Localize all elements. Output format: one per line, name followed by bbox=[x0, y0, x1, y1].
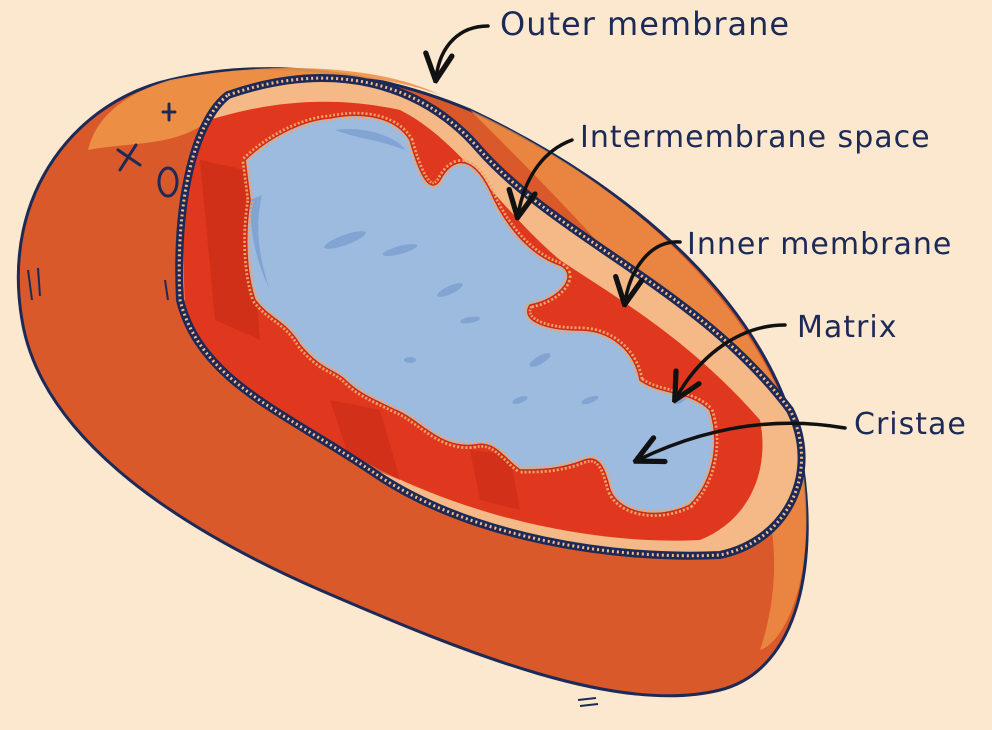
intermembrane-space-label: Intermembrane space bbox=[580, 123, 931, 153]
matrix-label: Matrix bbox=[797, 313, 897, 343]
outer-membrane-label: Outer membrane bbox=[500, 8, 790, 40]
curved-arrow-icon bbox=[436, 26, 488, 78]
cristae-label: Cristae bbox=[854, 410, 967, 440]
inner-membrane-label: Inner membrane bbox=[687, 230, 952, 260]
